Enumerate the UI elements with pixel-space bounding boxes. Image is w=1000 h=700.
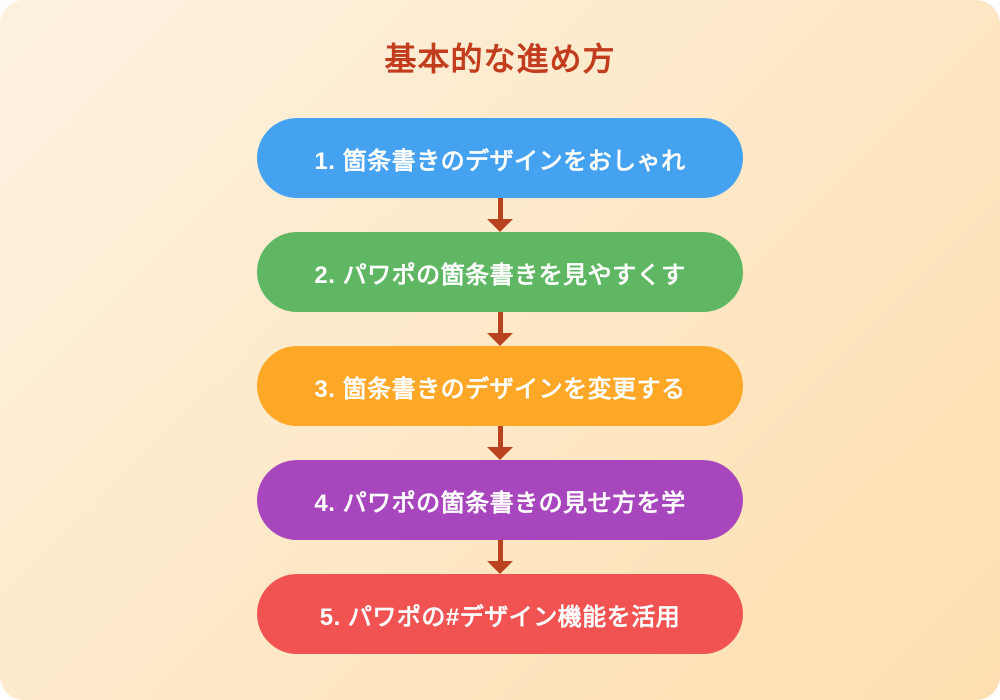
- arrow-head: [487, 333, 513, 346]
- arrow-stem: [497, 540, 503, 561]
- step-4-pill: 4. パワポの箇条書きの見せ方を学: [257, 460, 743, 540]
- step-4-label: 4. パワポの箇条書きの見せ方を学: [314, 489, 686, 517]
- arrow-stem: [497, 198, 503, 219]
- step-1-pill: 1. 箇条書きのデザインをおしゃれ: [257, 118, 743, 198]
- step-2-pill: 2. パワポの箇条書きを見やすくす: [257, 232, 743, 312]
- step-5-pill: 5. パワポの#デザイン機能を活用: [257, 574, 743, 654]
- down-arrow-icon: [487, 198, 513, 232]
- arrow-head: [487, 447, 513, 460]
- step-1-label: 1. 箇条書きのデザインをおしゃれ: [314, 147, 686, 175]
- step-3-pill: 3. 箇条書きのデザインを変更する: [257, 346, 743, 426]
- page-title: 基本的な進め方: [384, 41, 616, 77]
- arrow-head: [487, 219, 513, 232]
- step-2-label: 2. パワポの箇条書きを見やすくす: [314, 261, 686, 289]
- step-5-label: 5. パワポの#デザイン機能を活用: [319, 603, 681, 631]
- step-3-label: 3. 箇条書きのデザインを変更する: [314, 375, 686, 403]
- arrow-stem: [497, 312, 503, 333]
- arrow-stem: [497, 426, 503, 447]
- down-arrow-icon: [487, 312, 513, 346]
- down-arrow-icon: [487, 426, 513, 460]
- down-arrow-icon: [487, 540, 513, 574]
- flow-diagram: 1. 箇条書きのデザインをおしゃれ 2. パワポの箇条書きを見やすくす 3. 箇…: [257, 118, 743, 654]
- arrow-head: [487, 561, 513, 574]
